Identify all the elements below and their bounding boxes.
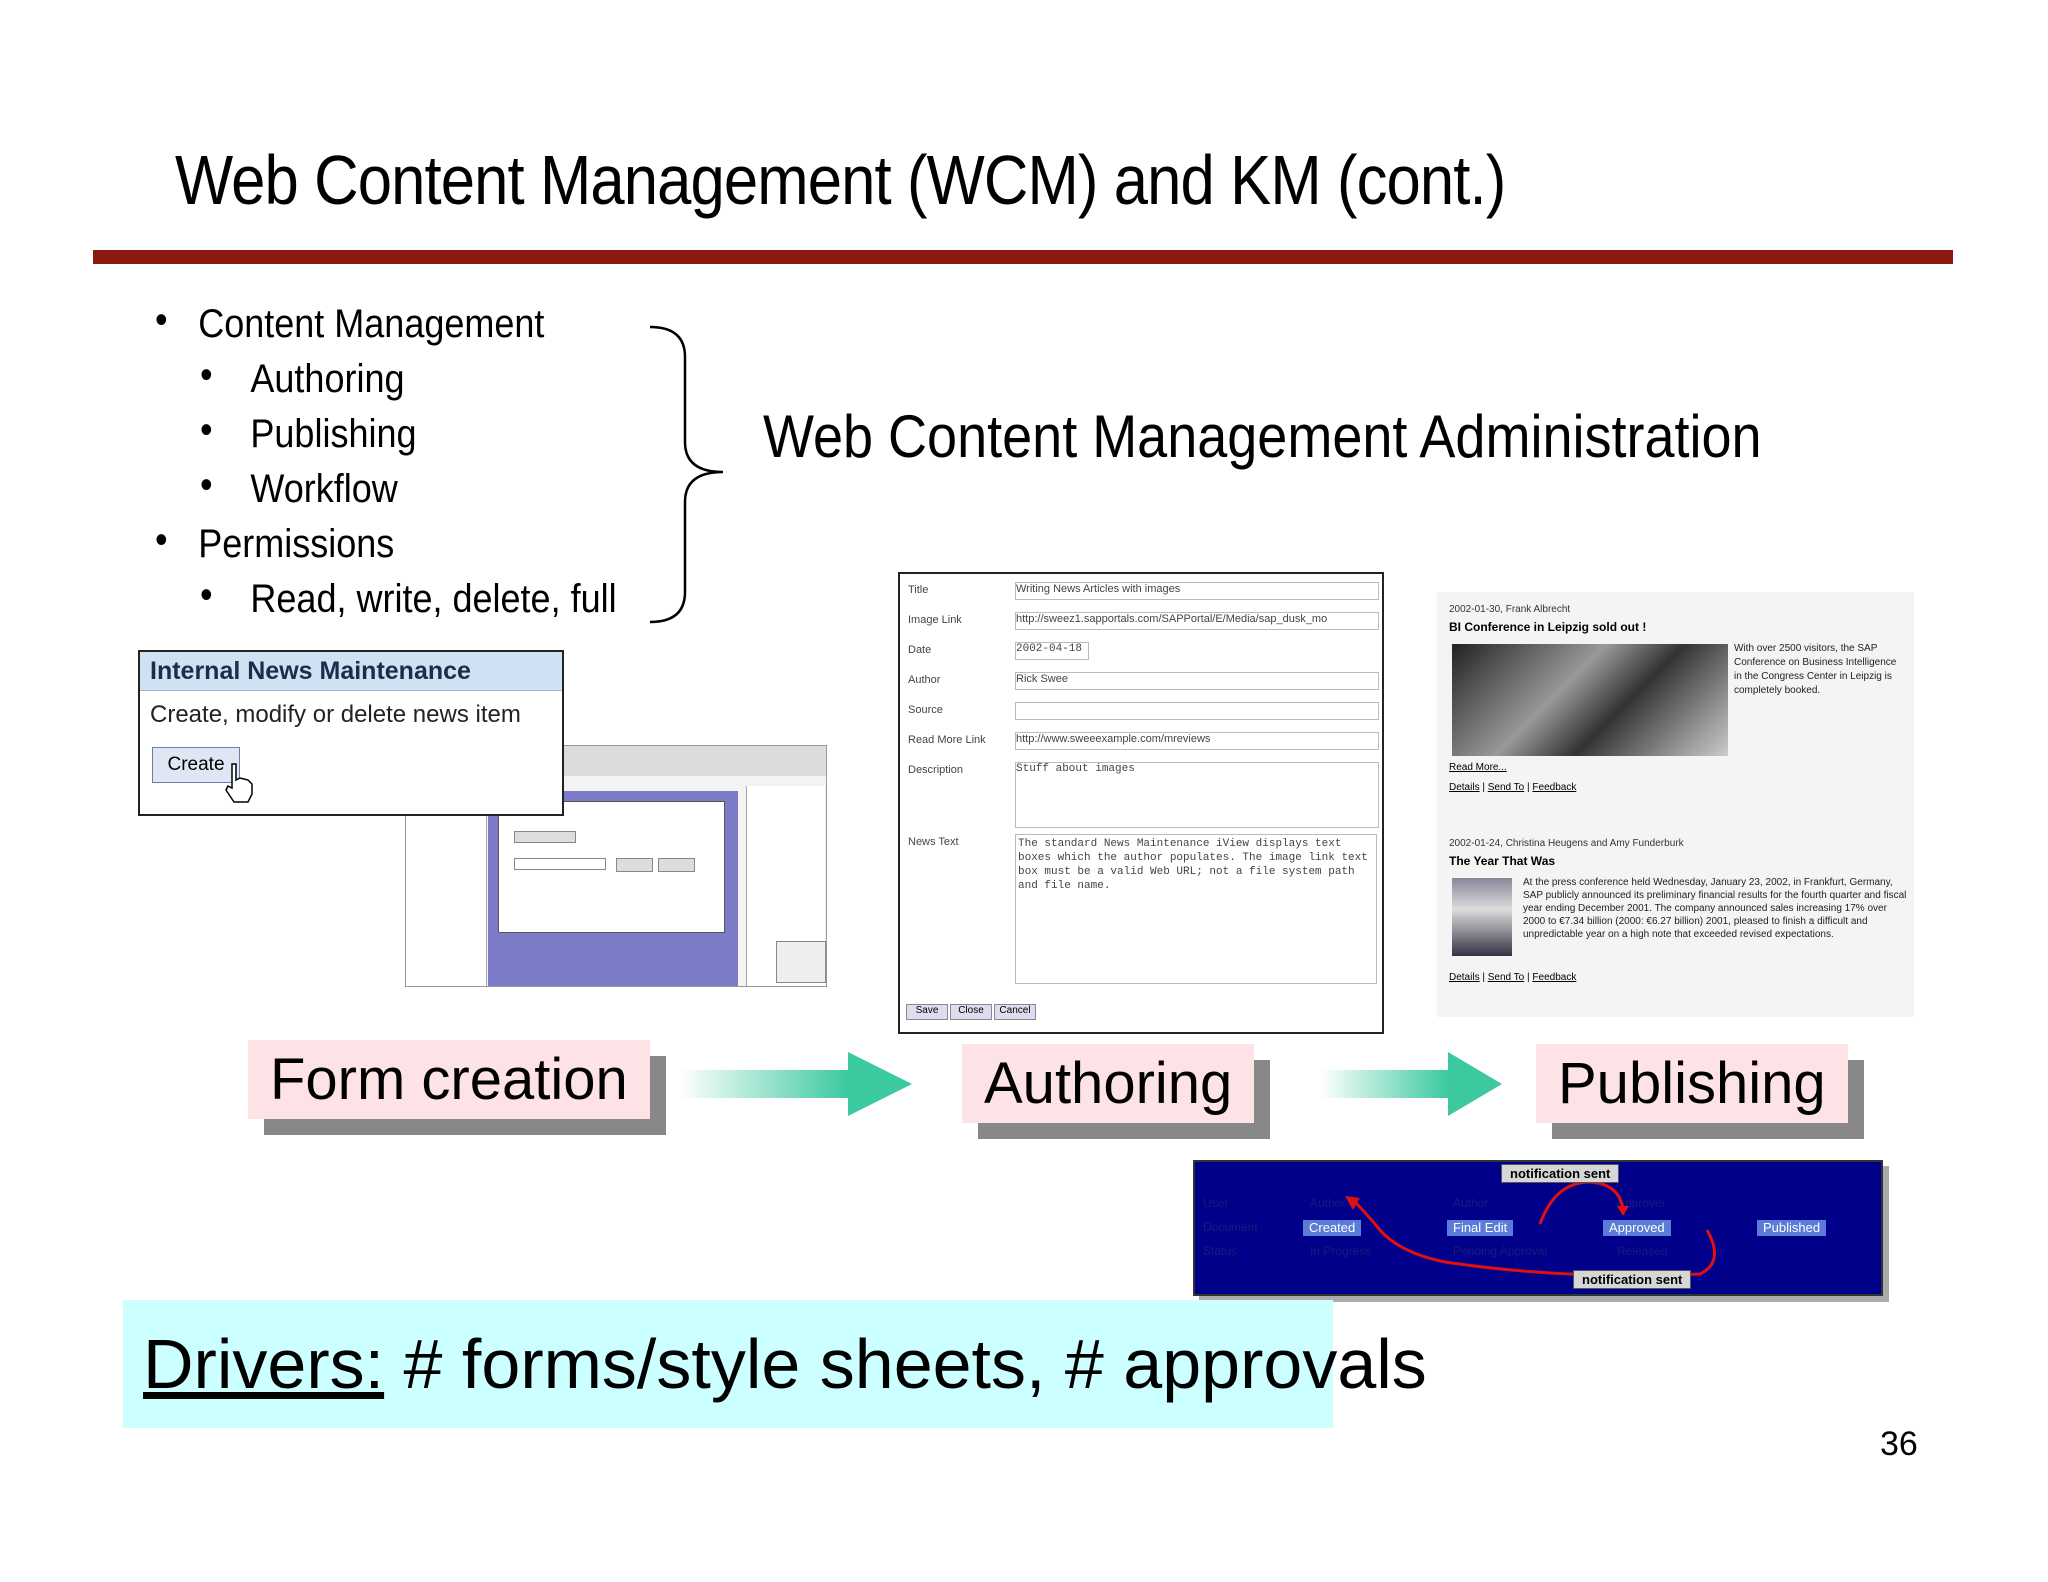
stage-publishing: Publishing xyxy=(1536,1044,1848,1123)
drivers-text: # forms/style sheets, # approvals xyxy=(384,1325,1427,1403)
workflow-diagram: User Document Status Author Author Appro… xyxy=(1193,1160,1883,1296)
description-textarea[interactable]: Stuff about images xyxy=(1015,762,1379,828)
cancel-button[interactable]: Cancel xyxy=(994,1004,1036,1020)
news-headline[interactable]: The Year That Was xyxy=(1449,854,1556,868)
hand-cursor-icon xyxy=(225,763,253,803)
news-summary: With over 2500 visitors, the SAP Confere… xyxy=(1734,643,1897,696)
user-label: Approver xyxy=(1617,1196,1666,1210)
news-maintenance-panel: Internal News Maintenance Create, modify… xyxy=(138,650,564,816)
user-label: Author xyxy=(1453,1196,1489,1210)
news-summary: At the press conference held Wednesday, … xyxy=(1523,877,1907,940)
create-button[interactable]: Create xyxy=(152,747,240,783)
panel-header: Internal News Maintenance xyxy=(140,652,562,691)
field-label: Author xyxy=(908,674,941,686)
slide-title: Web Content Management (WCM) and KM (con… xyxy=(175,141,1506,219)
doc-approved-chip: Approved xyxy=(1603,1220,1671,1236)
row-label: Status xyxy=(1203,1244,1238,1258)
image-link-field[interactable]: http://sweez1.sapportals.com/SAPPortal/E… xyxy=(1015,612,1379,630)
user-label: Author xyxy=(1310,1196,1346,1210)
title-divider xyxy=(93,250,1953,264)
close-button[interactable]: Close xyxy=(950,1004,992,1020)
notification-label: notification sent xyxy=(1573,1270,1692,1289)
details-link[interactable]: Details xyxy=(1449,782,1480,793)
stage-form-creation: Form creation xyxy=(248,1040,650,1119)
read-more-link-field[interactable]: http://www.sweeexample.com/mreviews xyxy=(1015,732,1379,750)
send-to-link[interactable]: Send To xyxy=(1487,782,1525,793)
notification-label: notification sent xyxy=(1501,1164,1620,1183)
feedback-link[interactable]: Feedback xyxy=(1532,782,1577,793)
status-label: In Progress xyxy=(1310,1244,1372,1258)
field-label: Title xyxy=(908,584,929,596)
field-label: Date xyxy=(908,644,932,656)
doc-created-chip: Created xyxy=(1303,1220,1362,1236)
news-meta: 2002-01-30, Frank Albrecht xyxy=(1449,604,1571,615)
conference-photo xyxy=(1452,644,1728,756)
panel-description: Create, modify or delete news item xyxy=(150,701,521,728)
arrow-right-icon xyxy=(680,1052,912,1116)
date-field[interactable]: 2002-04-18 xyxy=(1015,642,1089,660)
publishing-screenshot: 2002-01-30, Frank Albrecht BI Conference… xyxy=(1437,592,1914,1017)
row-label: Document xyxy=(1203,1220,1258,1234)
field-label: Source xyxy=(908,704,943,716)
source-field[interactable] xyxy=(1015,702,1379,720)
field-label: News Text xyxy=(908,836,959,848)
authoring-form-screenshot: Title Writing News Articles with images … xyxy=(898,572,1384,1034)
news-headline[interactable]: BI Conference in Leipzig sold out ! xyxy=(1449,620,1647,634)
brace-icon xyxy=(649,325,724,624)
drivers-label: Drivers: xyxy=(143,1325,385,1403)
author-field[interactable]: Rick Swee xyxy=(1015,672,1379,690)
field-label: Image Link xyxy=(908,614,962,626)
field-label: Read More Link xyxy=(908,734,986,746)
read-more-link[interactable]: Read More... xyxy=(1449,762,1507,773)
status-label: Pending Approval xyxy=(1453,1244,1548,1258)
title-field[interactable]: Writing News Articles with images xyxy=(1015,582,1379,600)
row-label: User xyxy=(1203,1196,1229,1210)
status-label: Released xyxy=(1617,1244,1668,1258)
doc-final-edit-chip: Final Edit xyxy=(1447,1220,1514,1236)
stage-authoring: Authoring xyxy=(962,1044,1255,1123)
brace-label: Web Content Management Administration xyxy=(763,403,1762,470)
arrow-right-icon xyxy=(1320,1052,1502,1116)
drivers-banner: Drivers: # forms/style sheets, # approva… xyxy=(123,1300,1427,1428)
field-label: Description xyxy=(908,764,964,776)
form-designer-screenshot xyxy=(405,745,827,987)
speaker-photo xyxy=(1452,878,1512,956)
news-text-textarea[interactable]: The standard News Maintenance iView disp… xyxy=(1015,834,1377,984)
news-meta: 2002-01-24, Christina Heugens and Amy Fu… xyxy=(1449,838,1684,849)
doc-published-chip: Published xyxy=(1757,1220,1827,1236)
feedback-link[interactable]: Feedback xyxy=(1532,972,1577,983)
page-number: 36 xyxy=(1880,1425,1918,1463)
details-link[interactable]: Details xyxy=(1449,972,1480,983)
save-button[interactable]: Save xyxy=(906,1004,948,1020)
send-to-link[interactable]: Send To xyxy=(1487,972,1525,983)
